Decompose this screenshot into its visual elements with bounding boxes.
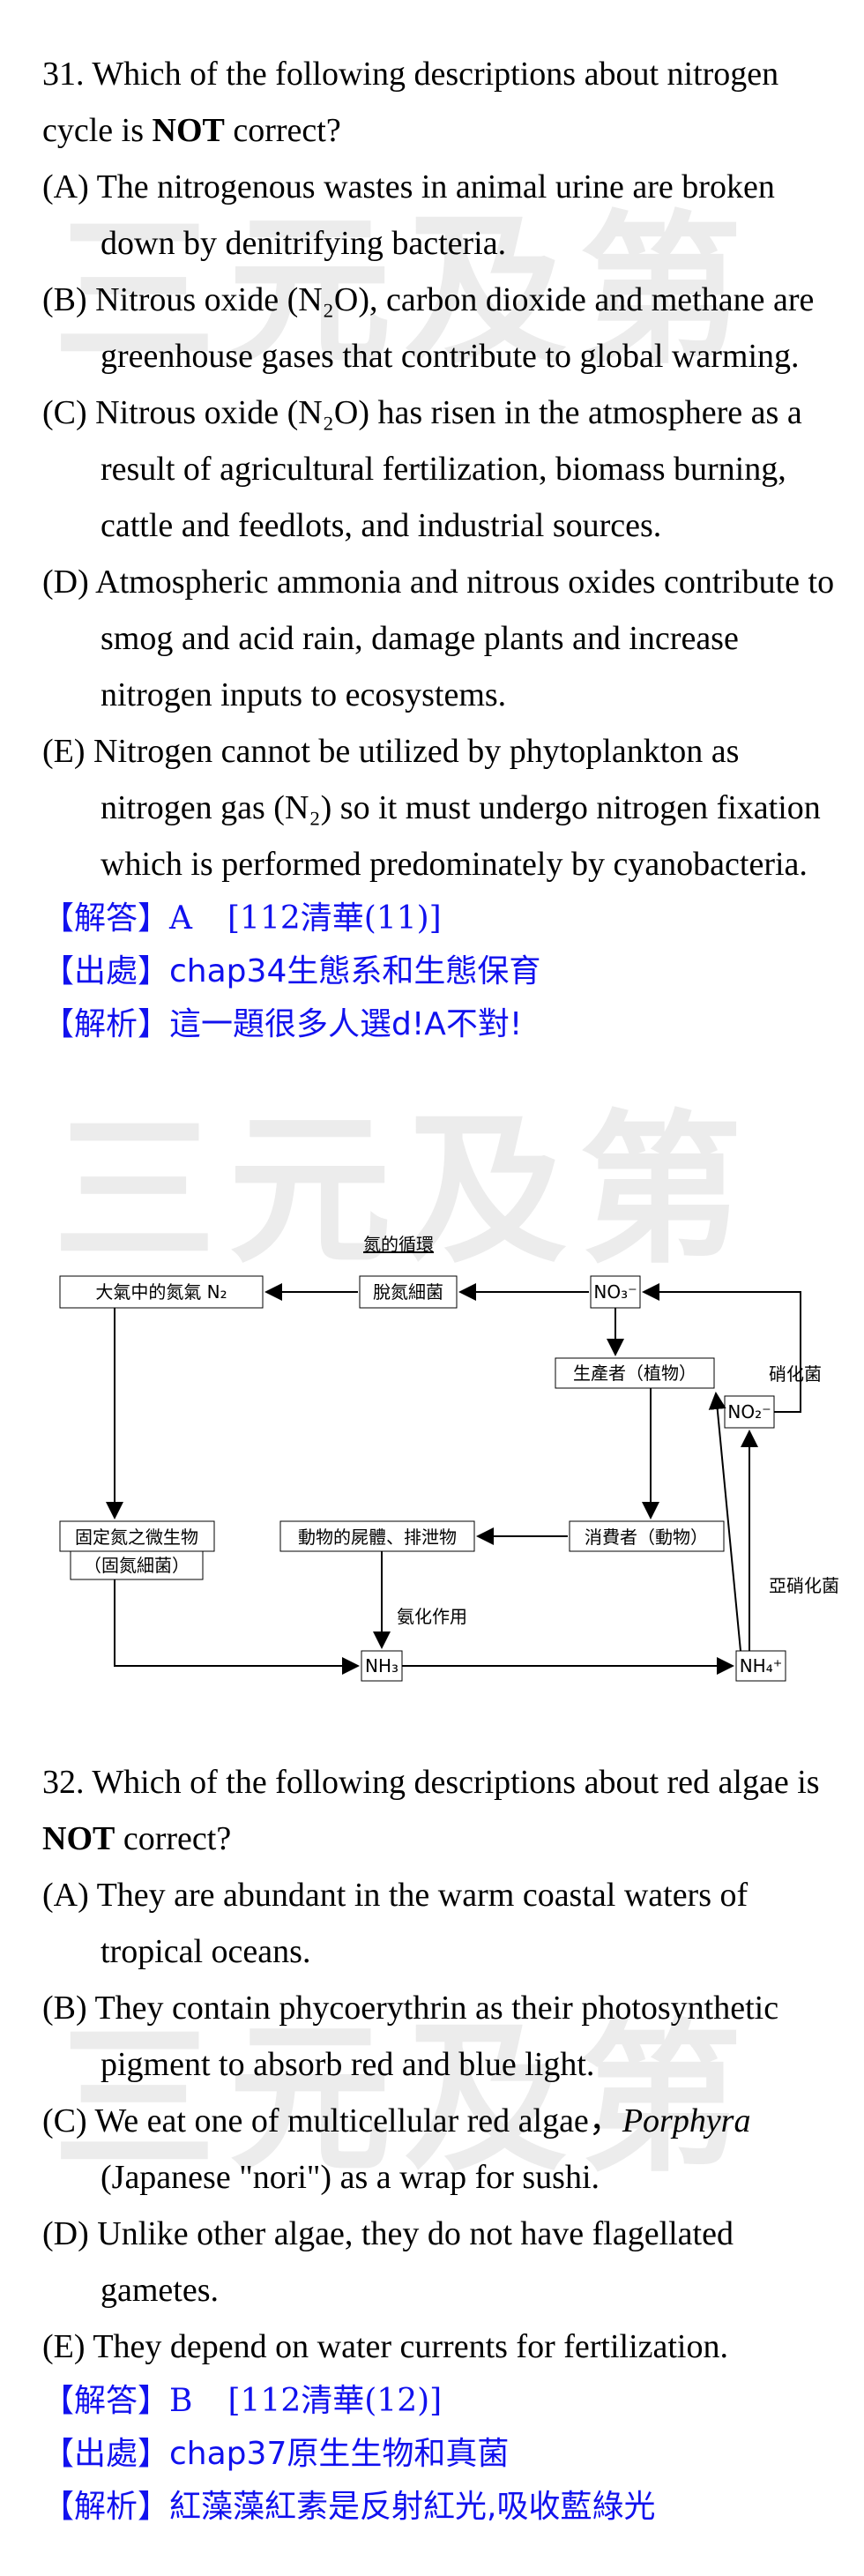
explanation-line: 【解析】這一題很多人選d!A不對! [42, 1006, 523, 1042]
option-c: (C) Nitrous oxide (N₂O) has risen in the… [42, 394, 802, 544]
watermark: 三元及第 [53, 2004, 755, 2194]
option-d: (D) Unlike other algae, they do not have… [42, 2215, 734, 2309]
cycle-arrows [106, 1283, 801, 1675]
option-b: (B) Nitrous oxide (N₂O), carbon dioxide … [42, 281, 815, 375]
nitrite-bacteria-label: 亞硝化菌 [769, 1575, 839, 1596]
answer-line: 【解答】B[112清華(12)] [42, 2383, 443, 2419]
option-a: (A) The nitrogenous wastes in animal uri… [42, 168, 775, 262]
animal-remains-box: 動物的屍體、排泄物 [298, 1527, 457, 1548]
nh3-box: NH₃ [365, 1655, 398, 1676]
nitrogen-cycle-diagram: 氮的循環 大氣中的氮氣 N₂ 脫氮細菌 NO₃⁻ 生產者（植物） 硝化菌 NO₂… [59, 1234, 839, 1682]
question-stem: 32. Which of the following descriptions … [42, 1764, 820, 1857]
nitrogen-fixer-box: 固定氮之微生物 [75, 1527, 198, 1548]
ammonification-label: 氨化作用 [397, 1606, 467, 1627]
nitrifying-bacteria-label: 硝化菌 [769, 1363, 822, 1385]
source-line: 【出處】chap34生態系和生態保育 [42, 953, 541, 989]
source-line: 【出處】chap37原生生物和真菌 [42, 2436, 510, 2472]
nitrogen-fixing-bacteria-label: （固氮細菌） [84, 1555, 190, 1576]
nh4-box: NH₄⁺ [740, 1655, 783, 1676]
atmospheric-n2-box: 大氣中的氮氣 N₂ [95, 1281, 227, 1303]
option-d: (D) Atmospheric ammonia and nitrous oxid… [42, 564, 835, 713]
answer-line: 【解答】A[112清華(11)] [42, 900, 442, 937]
watermark: 三元及第 [53, 196, 755, 386]
consumer-box: 消費者（動物） [585, 1527, 708, 1548]
diagram-title: 氮的循環 [363, 1234, 434, 1255]
no2-box: NO₂⁻ [727, 1401, 771, 1422]
question-stem: 31. Which of the following descriptions … [42, 56, 779, 149]
explanation-line: 【解析】紅藻藻紅素是反射紅光,吸收藍綠光 [42, 2489, 656, 2525]
option-c: (C) We eat one of multicellular red alga… [42, 2102, 751, 2196]
option-e: (E) Nitrogen cannot be utilized by phyto… [42, 733, 821, 883]
option-b: (B) They contain phycoerythrin as their … [42, 1990, 779, 2083]
producer-box: 生產者（植物） [573, 1363, 696, 1384]
option-e: (E) They depend on water currents for fe… [42, 2328, 728, 2365]
watermark: 三元及第 [53, 1095, 755, 1286]
denitrifying-bacteria-box: 脫氮細菌 [373, 1281, 443, 1303]
question-32: 32. Which of the following descriptions … [42, 1754, 836, 2534]
option-a: (A) They are abundant in the warm coasta… [42, 1877, 749, 1970]
no3-box: NO₃⁻ [593, 1281, 637, 1303]
question-31: 31. Which of the following descriptions … [42, 46, 836, 1051]
